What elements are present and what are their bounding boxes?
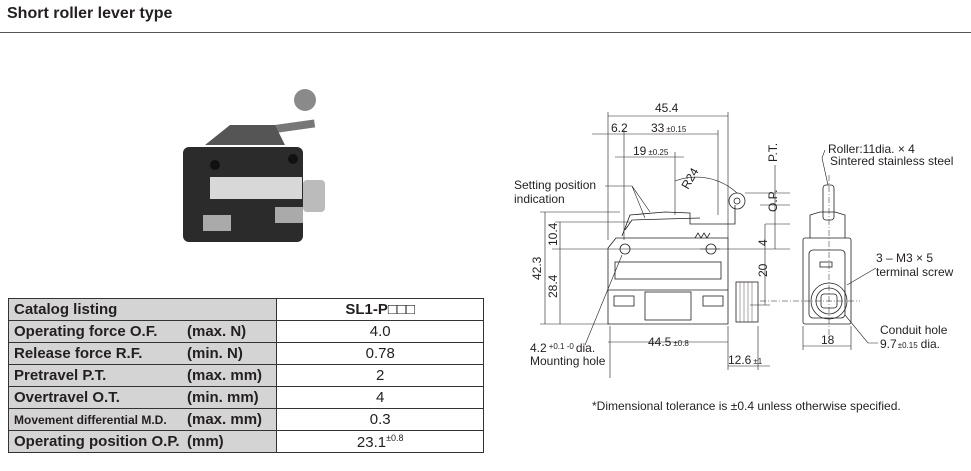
row-unit: (max. N) xyxy=(187,323,247,340)
page-title: Short roller lever type xyxy=(7,5,173,22)
row-unit: (max. mm) xyxy=(187,411,263,428)
dim-28-4: 28.4 xyxy=(546,274,560,298)
dim-6-2: 6.2 xyxy=(611,121,628,135)
screw-label-2: terminal screw xyxy=(876,265,954,279)
conduit-label-1: Conduit hole xyxy=(880,323,948,337)
row-unit: (min. N) xyxy=(187,345,243,362)
table-header-row: Catalog listing SL1-P□□□ xyxy=(7,298,484,321)
row-unit: (min. mm) xyxy=(187,389,259,406)
dim-r24: R24 xyxy=(678,165,701,191)
dim-20: 20 xyxy=(756,263,770,277)
title-divider xyxy=(0,32,971,33)
footnote: *Dimensional tolerance is ±0.4 unless ot… xyxy=(592,399,901,413)
dim-10-4: 10.4 xyxy=(546,222,560,246)
dimension-lines xyxy=(540,112,878,378)
row-unit: (mm) xyxy=(187,433,224,450)
row-label: Release force R.F. xyxy=(14,345,143,362)
roller-label-2: Sintered stainless steel xyxy=(830,154,953,168)
product-photo xyxy=(183,89,325,242)
dim-42-3: 42.3 xyxy=(530,256,544,280)
setting-label-2: indication xyxy=(514,192,565,206)
setting-label-1: Setting position xyxy=(514,178,596,192)
hole-label-2: Mounting hole xyxy=(530,354,606,368)
row-unit: (max. mm) xyxy=(187,367,263,384)
screw-label-1: 3 – M3 × 5 xyxy=(876,251,933,265)
table-row: Movement differential M.D.(max. mm) 0.3 xyxy=(7,408,484,431)
header-label: Catalog listing xyxy=(7,298,278,321)
front-view xyxy=(607,176,759,325)
table-row: Pretravel P.T.(max. mm) 2 xyxy=(7,364,484,387)
pretravel-label: P.T. xyxy=(766,143,780,162)
side-view xyxy=(760,175,860,340)
dim-12-6: 12.6±1 xyxy=(728,353,763,367)
dim-44-5: 44.5±0.8 xyxy=(648,335,689,349)
dim-33: 33±0.15 xyxy=(651,121,687,135)
dim-19: 19±0.25 xyxy=(633,144,669,158)
row-label: Pretravel P.T. xyxy=(14,367,107,384)
row-label: Operating force O.F. xyxy=(14,323,158,340)
row-label: Movement differential M.D. xyxy=(14,413,167,427)
row-value: 23.1 xyxy=(356,433,387,451)
operating-position-label: O.P. xyxy=(766,190,780,212)
table-row: Operating position O.P. (mm) 23.1±0.8 xyxy=(7,430,484,453)
catalog-number: SL1-P□□□ xyxy=(276,298,484,321)
roller-label-1: Roller:11dia. × 4 xyxy=(828,142,915,156)
spec-table: Catalog listing SL1-P□□□ Operating force… xyxy=(7,298,484,453)
dim-45-4: 45.4 xyxy=(655,101,679,115)
row-tolerance: ±0.8 xyxy=(386,432,404,443)
dim-18: 18 xyxy=(821,333,835,347)
row-label: Overtravel O.T. xyxy=(14,389,120,406)
dim-4: 4 xyxy=(756,239,770,246)
row-label: Operating position O.P. xyxy=(14,433,180,450)
